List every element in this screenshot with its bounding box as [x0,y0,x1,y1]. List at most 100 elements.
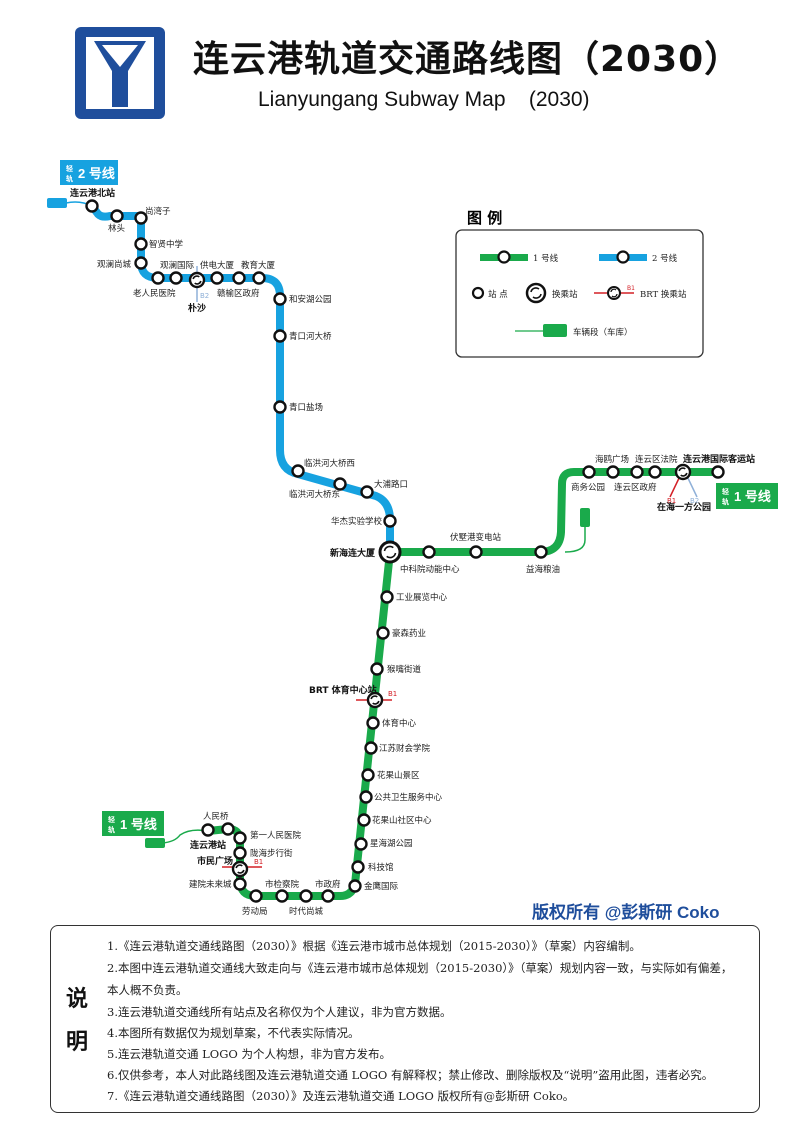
station-marker[interactable] [233,831,247,845]
station-marker[interactable] [357,813,371,827]
station-label: 劳动局 [242,906,268,917]
subway-map: B2 B1 B1 B1 B2 轻 轨 2 号线 轻 轨 1 号线 轻 轨 1 号… [47,160,778,917]
svg-text:1 号线: 1 号线 [120,817,157,832]
note-item: 6.仅供参考，本人对此路线图及连云港轨道交通 LOGO 有解释权；禁止修改、删除… [107,1068,714,1082]
station-label: 临洪河大桥西 [304,458,355,469]
station-label: 大浦路口 [374,479,408,490]
station-label: 中科院动能中心 [400,564,460,575]
transfer-arrows-icon [678,467,688,477]
transfer-arrows-icon [370,695,380,705]
b2-tag-pusha: B2 [200,292,209,300]
station-label: 观澜国际 [160,261,195,271]
station-label: 体育中心 [382,718,417,729]
line-2-badge: 轻 轨 2 号线 [60,160,118,185]
station-marker[interactable] [383,514,397,528]
station-marker[interactable] [333,477,347,491]
station-marker[interactable] [249,889,263,903]
b2-tag-zaihai: B2 [690,497,699,505]
copyright: 版权所有 @彭斯研 Coko [532,903,720,922]
notes-box: 说 明 1.《连云港轨道交通线路图（2030）》根据《连云港市城市总体规划（20… [50,925,760,1113]
station-marker[interactable] [233,846,247,860]
station-marker[interactable] [232,271,246,285]
station-marker[interactable] [370,662,384,676]
station-marker[interactable] [366,716,380,730]
station-marker[interactable] [348,879,362,893]
station-marker[interactable] [275,889,289,903]
station-label: 金鹰国际 [364,881,399,892]
station-marker[interactable] [273,400,287,414]
station-transfer-icon [674,463,692,481]
station-marker[interactable] [361,768,375,782]
station-label: 连云港站 [190,839,226,851]
svg-text:B1: B1 [627,285,635,292]
station-marker[interactable] [380,590,394,604]
station-marker[interactable] [321,889,335,903]
station-marker[interactable] [364,741,378,755]
station-marker[interactable] [351,860,365,874]
station-marker[interactable] [252,271,266,285]
note-item: 7.《连云港轨道交通线路图（2030）》及连云港轨道交通 LOGO 版权所有@彭… [107,1089,575,1103]
station-marker[interactable] [210,271,224,285]
station-marker[interactable] [273,329,287,343]
b1-tag-zaihai: B1 [667,497,676,505]
station-label: 时代尚城 [289,906,324,917]
lianyungang-rail-logo [75,27,165,119]
station-label: BRT 体育中心站 [309,684,377,696]
station-label: 建院未来城 [189,879,232,890]
station-marker[interactable] [422,545,436,559]
station-marker[interactable] [354,837,368,851]
station-marker[interactable] [606,465,620,479]
line-1-badge-west: 轻 轨 1 号线 [102,811,164,836]
transfer-arrows-icon [192,275,202,285]
station-label: 豪森药业 [392,628,426,639]
station-transfer-icon [231,860,249,878]
station-label: 供电大厦 [200,260,235,271]
station-transfer-icon [366,691,384,709]
station-marker[interactable] [151,271,165,285]
station-label: 连云港北站 [70,187,115,199]
legend-transfer-label: 换乘站 [552,289,578,300]
legend-brt-transfer-icon [607,286,621,300]
svg-text:轻: 轻 [722,487,729,496]
station-marker[interactable] [582,465,596,479]
station-label: 猴嘴街道 [387,664,422,675]
station-marker[interactable] [134,211,148,225]
legend-station-label: 站 点 [488,289,508,300]
legend-depot-label: 车辆段（车库） [573,327,633,338]
b1-tag-tiyu: B1 [388,690,397,698]
station-marker[interactable] [360,485,374,499]
station-marker[interactable] [85,199,99,213]
station-marker[interactable] [134,237,148,251]
line-1-depot-link [161,829,209,844]
station-marker[interactable] [534,545,548,559]
station-marker[interactable] [648,465,662,479]
station-marker[interactable] [469,545,483,559]
notes-title-2: 明 [66,1030,89,1055]
station-marker[interactable] [291,464,305,478]
station-marker[interactable] [376,626,390,640]
station-marker[interactable] [169,271,183,285]
station-marker[interactable] [273,292,287,306]
station-label: 花果山景区 [377,770,420,781]
legend-brt-label: BRT 换乘站 [640,289,687,300]
station-label: 新海连大厦 [330,547,376,559]
station-marker[interactable] [201,823,215,837]
station-marker[interactable] [359,790,373,804]
station-label: 星海湖公园 [370,838,413,849]
station-label: 花果山社区中心 [372,815,432,826]
station-label: 和安湖公园 [289,294,332,305]
station-marker[interactable] [299,889,313,903]
station-marker[interactable] [233,877,247,891]
station-marker[interactable] [221,822,235,836]
line-2-depot [47,198,67,208]
station-label: 朴沙 [188,302,206,314]
station-label: 在海一方公园 [657,501,711,513]
station-label: 连云区法院 [635,454,678,465]
station-marker[interactable] [110,209,124,223]
svg-text:轨: 轨 [722,497,729,506]
note-item: 5.连云港轨道交通 LOGO 为个人构想，非为官方发布。 [107,1047,391,1061]
station-marker[interactable] [711,465,725,479]
station-marker[interactable] [630,465,644,479]
station-label: 智贤中学 [149,239,184,250]
station-marker[interactable] [134,256,148,270]
